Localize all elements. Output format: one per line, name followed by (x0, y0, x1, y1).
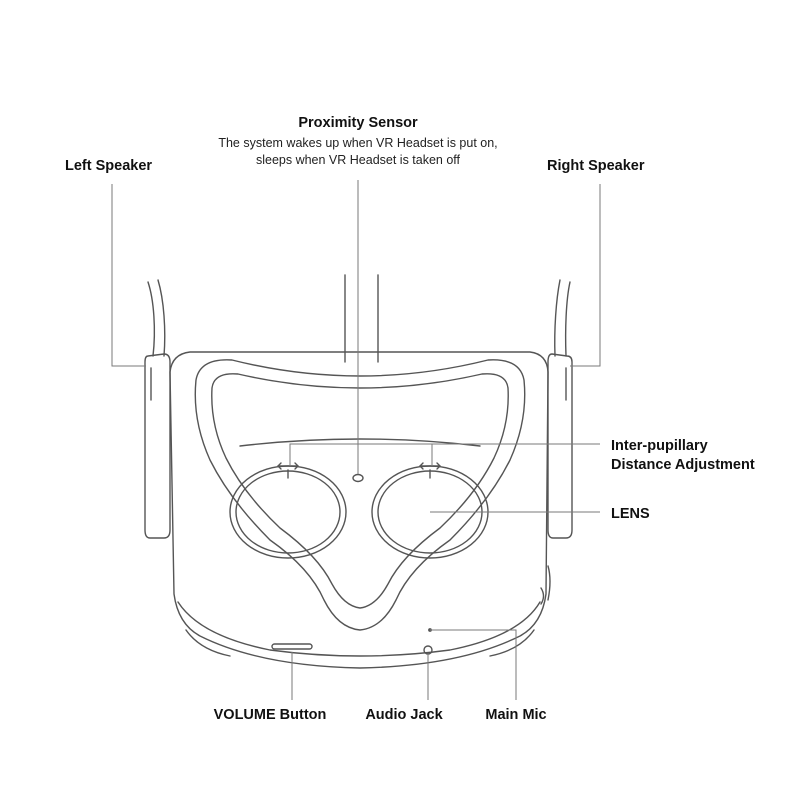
audio-jack-label: Audio Jack (365, 707, 443, 723)
leader-main-mic (430, 629, 517, 700)
right-speaker-shape (547, 353, 573, 539)
proximity-sensor-desc-line1: The system wakes up when VR Headset is p… (218, 136, 498, 150)
proximity-sensor-label: Proximity Sensor (298, 115, 418, 131)
right-speaker-label: Right Speaker (547, 158, 645, 174)
left-speaker-shape (144, 353, 171, 539)
proximity-sensor-dot (352, 473, 364, 483)
left-speaker-label: Left Speaker (65, 158, 153, 174)
leader-left-speaker (111, 184, 146, 367)
leader-right-speaker (570, 184, 601, 367)
ipd-arrow-right (419, 462, 441, 479)
main-mic-label: Main Mic (485, 707, 547, 723)
proximity-sensor-desc-line2: sleeps when VR Headset is taken off (255, 153, 461, 167)
face-cushion-inner (211, 373, 509, 609)
ipd-label-line2: Distance Adjustment (611, 457, 755, 473)
volume-button-label: VOLUME Button (213, 707, 327, 723)
ipd-label-line1: Inter-pupillary (611, 438, 708, 454)
headset-body-outer (169, 351, 549, 669)
lens-label: LENS (611, 506, 650, 522)
left-lens-shape (229, 465, 347, 559)
face-cushion-outer (194, 359, 526, 631)
right-side-strap (554, 279, 571, 357)
headset-body-rim (177, 601, 541, 657)
leader-ipd (289, 443, 433, 466)
volume-button-shape (271, 643, 313, 650)
left-side-strap (147, 279, 166, 357)
ipd-arrow-left (277, 462, 299, 479)
head-strap (344, 274, 379, 363)
